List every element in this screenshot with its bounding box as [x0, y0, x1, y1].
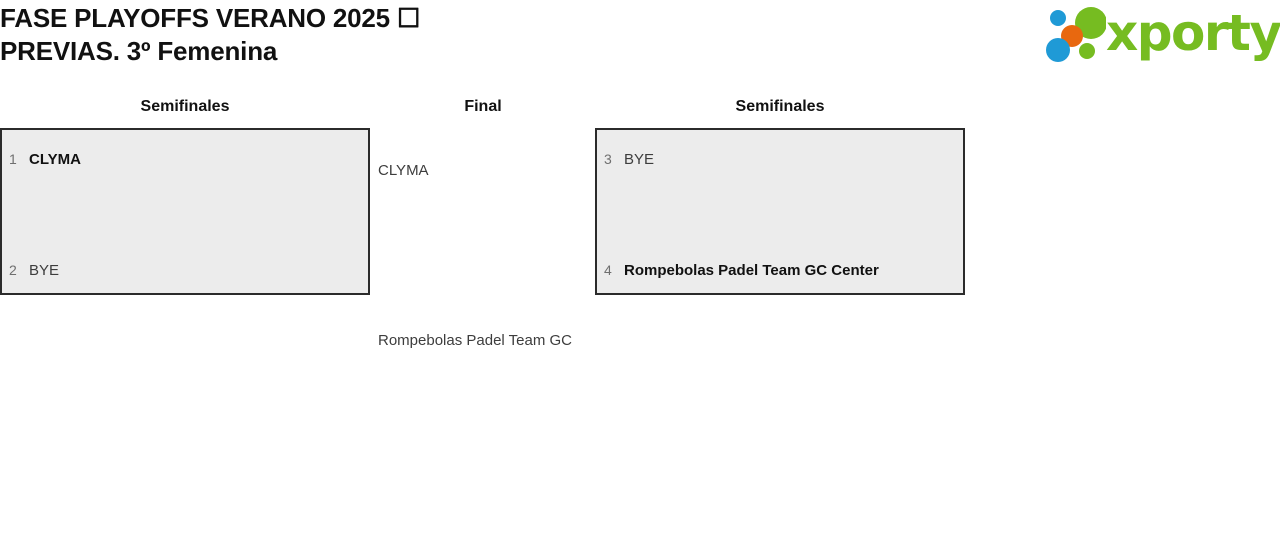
seed-number: 3: [604, 151, 612, 167]
seed-number: 4: [604, 262, 612, 278]
seed-number: 1: [9, 151, 17, 167]
logo-dots-icon: [1046, 7, 1106, 62]
match-slot[interactable]: 1 CLYMA: [2, 144, 368, 174]
xporty-logo[interactable]: xporty: [1044, 4, 1280, 66]
round-header-semifinales-left: Semifinales: [140, 98, 230, 115]
tournament-bracket: Semifinales Final Semifinales 1 CLYMA 2 …: [0, 90, 1280, 547]
round-header-semifinales-right: Semifinales: [735, 98, 825, 115]
round-header-final: Final: [464, 98, 502, 115]
match-slot[interactable]: 3 BYE: [597, 144, 963, 174]
team-name: CLYMA: [29, 150, 81, 168]
team-name: Rompebolas Padel Team GC Center: [624, 261, 879, 279]
final-advancer-top: CLYMA: [378, 162, 429, 179]
team-name: BYE: [29, 261, 60, 279]
final-advancer-bottom: Rompebolas Padel Team GC: [378, 332, 572, 349]
seed-number: 2: [9, 262, 17, 278]
team-name: BYE: [624, 150, 655, 168]
match-box-right-semifinal[interactable]: 3 BYE 4 Rompebolas Padel Team GC Center: [595, 128, 965, 295]
page-header: FASE PLAYOFFS VERANO 2025 ☐ PREVIAS. 3º …: [0, 0, 1280, 90]
logo-wordmark: xporty: [1106, 4, 1280, 62]
match-slot[interactable]: 4 Rompebolas Padel Team GC Center: [597, 255, 963, 285]
page-title: FASE PLAYOFFS VERANO 2025 ☐ PREVIAS. 3º …: [0, 3, 421, 66]
match-box-left-semifinal[interactable]: 1 CLYMA 2 BYE: [0, 128, 370, 295]
match-slot[interactable]: 2 BYE: [2, 255, 368, 285]
